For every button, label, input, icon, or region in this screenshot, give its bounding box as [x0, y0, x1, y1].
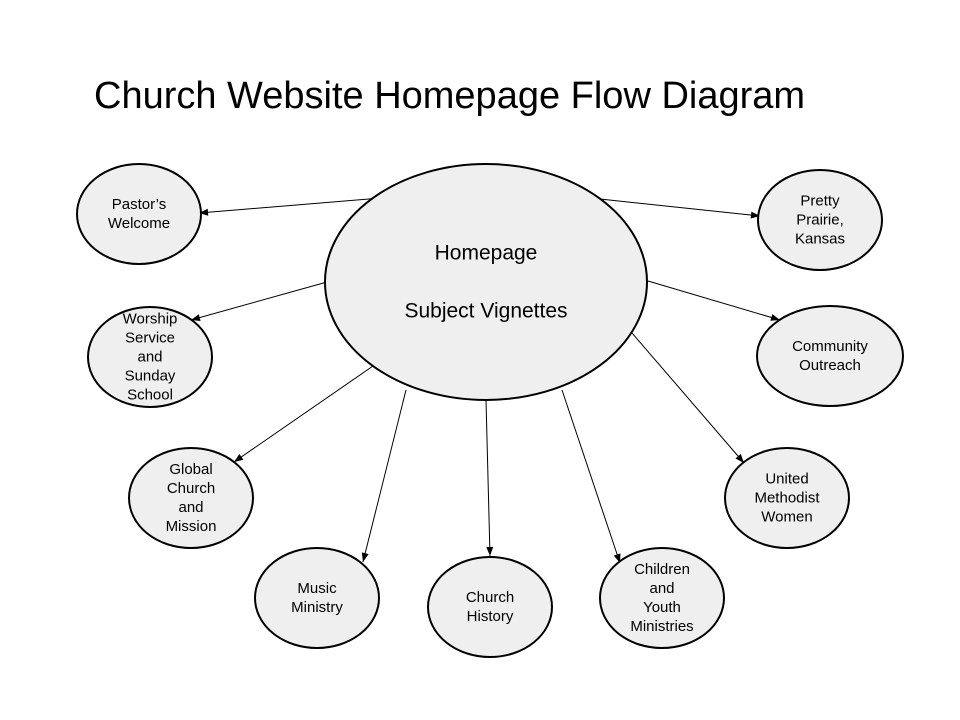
edge-hub-to-pastors-welcome — [198, 197, 382, 214]
pretty-prairie-kansas-label-line: Pretty — [800, 193, 840, 210]
worship-service-sunday-school-label-line: Sunday — [125, 368, 176, 385]
edges-layer — [190, 197, 781, 564]
children-youth-ministries-label-line: and — [649, 580, 674, 597]
music-ministry-label-line: Ministry — [291, 599, 343, 616]
music-ministry-label-line: Music — [297, 580, 337, 597]
edge-hub-to-pretty-prairie-kansas — [599, 198, 761, 217]
children-youth-ministries-label-line: Children — [634, 561, 690, 578]
children-youth-ministries-label-line: Youth — [643, 599, 681, 616]
arrowhead-united-methodist-women — [735, 453, 744, 463]
arrowhead-worship-service-sunday-school — [191, 314, 201, 321]
children-youth-ministries-label-line: Ministries — [630, 618, 693, 635]
edge-hub-to-community-outreach — [647, 280, 781, 321]
united-methodist-women-ellipse — [724, 447, 850, 549]
global-church-mission-label-line: Church — [167, 480, 215, 497]
global-church-mission-label-line: and — [178, 499, 203, 516]
pretty-prairie-kansas-label-line: Prairie, — [796, 212, 844, 229]
arrowhead-community-outreach — [770, 314, 780, 321]
edge-hub-to-global-church-mission — [233, 365, 374, 463]
arrowhead-pretty-prairie-kansas — [750, 211, 760, 219]
edge-hub-to-music-ministry — [362, 389, 407, 563]
church-history-label-line: History — [467, 608, 514, 625]
worship-service-sunday-school-ellipse — [87, 306, 213, 408]
children-youth-ministries-ellipse — [599, 547, 725, 649]
church-history-label-line: Church — [466, 589, 514, 606]
arrowhead-children-youth-ministries — [613, 553, 621, 563]
edge-hub-to-church-history — [485, 399, 491, 557]
global-church-mission-label-line: Mission — [166, 518, 217, 535]
arrowhead-pastors-welcome — [199, 208, 209, 216]
hub-label-line: Homepage — [435, 242, 538, 265]
church-history-ellipse — [427, 556, 553, 658]
united-methodist-women-label-line: United — [765, 471, 808, 488]
pastors-welcome-label-line: Welcome — [108, 215, 170, 232]
pretty-prairie-kansas-ellipse — [757, 169, 883, 271]
worship-service-sunday-school-label-line: and — [137, 349, 162, 366]
united-methodist-women-label-line: Methodist — [754, 490, 820, 507]
hub-ellipse — [324, 163, 648, 401]
pastors-welcome-label-line: Pastor’s — [112, 196, 166, 213]
pastors-welcome-ellipse — [76, 163, 202, 265]
global-church-mission-label-line: Global — [169, 461, 212, 478]
worship-service-sunday-school-label-line: Worship — [123, 311, 178, 328]
arrowhead-global-church-mission — [234, 454, 244, 462]
music-ministry-ellipse — [254, 547, 380, 649]
hub-label-line: Subject Vignettes — [404, 300, 567, 323]
worship-service-sunday-school-label-line: School — [127, 387, 173, 404]
arrowhead-church-history — [486, 546, 494, 556]
arrowhead-music-ministry — [361, 552, 369, 562]
worship-service-sunday-school-label-line: Service — [125, 330, 175, 347]
community-outreach-label-line: Community — [792, 338, 868, 355]
diagram-title: Church Website Homepage Flow Diagram — [94, 75, 805, 117]
community-outreach-ellipse — [756, 305, 904, 407]
pretty-prairie-kansas-label-line: Kansas — [795, 231, 845, 248]
edge-hub-to-worship-service-sunday-school — [190, 281, 328, 321]
united-methodist-women-label-line: Women — [761, 509, 812, 526]
edge-hub-to-united-methodist-women — [631, 332, 745, 464]
edge-hub-to-children-youth-ministries — [561, 389, 621, 564]
global-church-mission-ellipse — [128, 447, 254, 549]
community-outreach-label-line: Outreach — [799, 357, 861, 374]
